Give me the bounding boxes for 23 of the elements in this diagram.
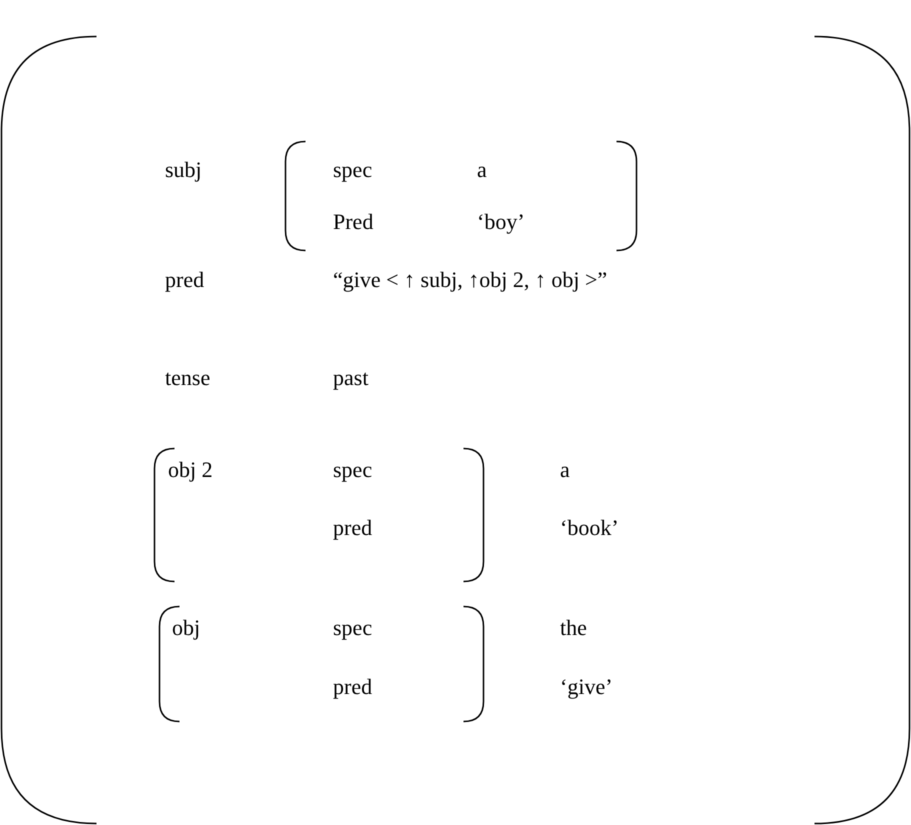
attribute-name: spec bbox=[333, 157, 372, 183]
attribute-value: ‘book’ bbox=[560, 515, 619, 541]
attribute-value: the bbox=[560, 615, 587, 641]
attribute-value: a bbox=[560, 457, 570, 483]
attribute-name: spec bbox=[333, 615, 372, 641]
attribute-value: a bbox=[477, 157, 487, 183]
attribute-value: ‘boy’ bbox=[477, 209, 525, 235]
attribute-value: past bbox=[333, 365, 368, 391]
attribute-name: obj 2 bbox=[168, 457, 213, 483]
attribute-name: pred bbox=[333, 515, 372, 541]
attribute-name: obj bbox=[172, 615, 200, 641]
attribute-value: ‘give’ bbox=[560, 674, 613, 700]
attribute-name: subj bbox=[165, 157, 202, 183]
attribute-name: Pred bbox=[333, 209, 374, 235]
attribute-name: pred bbox=[333, 674, 372, 700]
attribute-matrix-bracket bbox=[153, 447, 485, 583]
attribute-name: tense bbox=[165, 365, 210, 391]
attribute-name: spec bbox=[333, 457, 372, 483]
attribute-name: pred bbox=[165, 267, 204, 293]
attribute-value: “give < ↑ subj, ↑obj 2, ↑ obj >” bbox=[333, 267, 608, 293]
attribute-matrix-bracket bbox=[284, 140, 638, 252]
attribute-matrix-bracket bbox=[158, 605, 485, 723]
feature-structure-bracket bbox=[0, 35, 911, 825]
